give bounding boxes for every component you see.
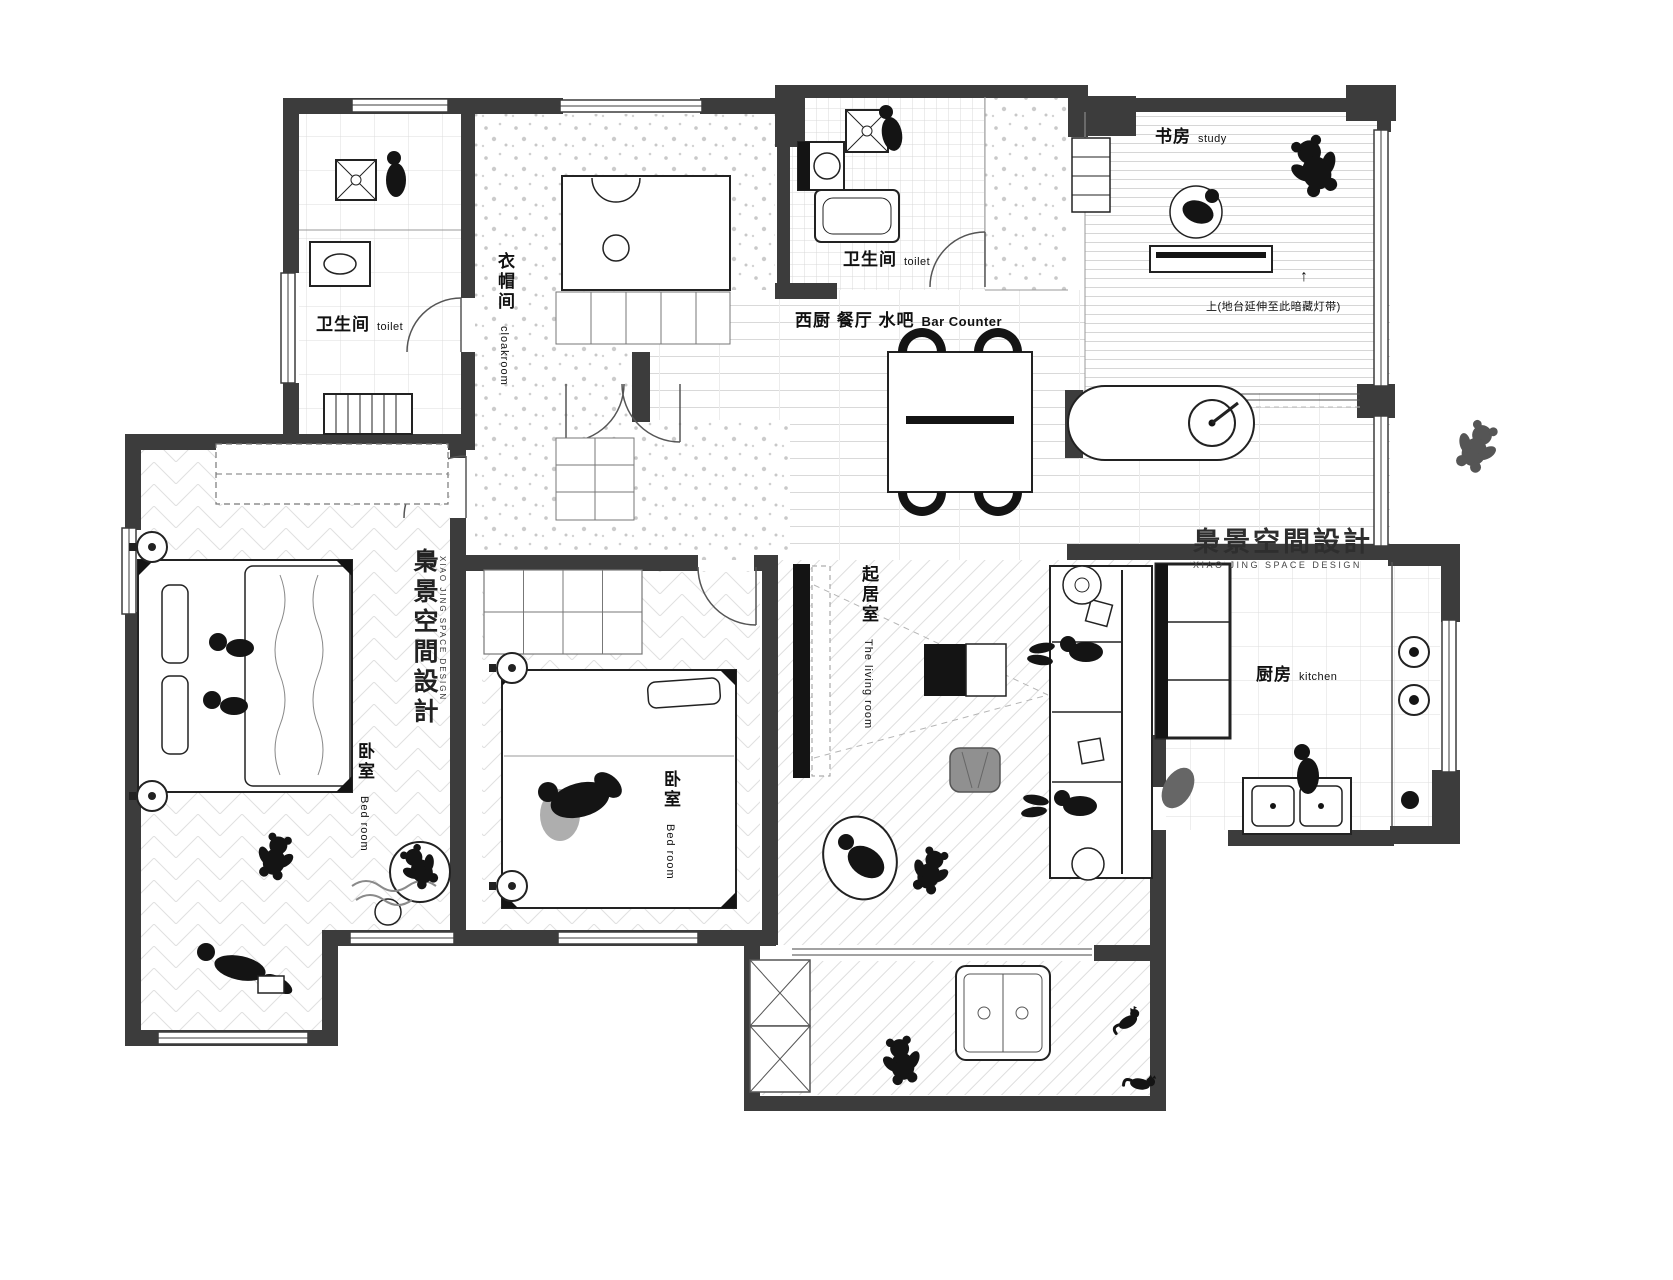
- toilet-mid-fixtures: [797, 109, 900, 243]
- balcony-fixtures: [749, 959, 1051, 1093]
- room-label-cloakroom: 衣帽间 cloakroom: [495, 252, 514, 387]
- figure-outside-plan: [1446, 414, 1508, 479]
- watermark-vertical-en: XIAO JING SPACE DESIGN: [438, 556, 447, 702]
- watermark-horizontal: 梟景空間設計 XIAO JING SPACE DESIGN: [1193, 527, 1373, 570]
- book: [257, 975, 285, 994]
- balcony-sliding-door: [792, 948, 1092, 956]
- tv-wall-panel: [793, 564, 810, 778]
- figure-curled-bed: [538, 772, 622, 819]
- room-label-bedroom-mid: 卧室 Bed room: [661, 770, 680, 881]
- figure-shower-left: [386, 151, 406, 197]
- room-label-toilet-left: 卫生间 toilet: [316, 315, 404, 334]
- room-label-toilet-mid: 卫生间 toilet: [843, 250, 931, 269]
- tall-cabinet: [1154, 562, 1232, 740]
- kitchen-fixtures: [1154, 562, 1430, 835]
- figure-sofa-1: [1027, 636, 1103, 666]
- figure-cook: [1294, 744, 1319, 794]
- bedroom-left-fixtures: [137, 443, 451, 926]
- up-arrow: ↑: [1300, 268, 1308, 285]
- figure-sofa-2: [1021, 790, 1097, 818]
- room-label-kitchen: 厨房 kitchen: [1256, 665, 1338, 684]
- living-room-fixtures: [793, 564, 1153, 901]
- windows: [121, 98, 1457, 1045]
- figure-sleeping-1: [209, 633, 254, 657]
- dining-chairs: [898, 328, 1022, 516]
- room-label-study: 书房 study: [1155, 127, 1227, 146]
- figure-sleeping-2: [203, 691, 248, 715]
- room-label-living: 起居室 The living room: [859, 565, 878, 730]
- figure-shower-mid: [879, 105, 903, 151]
- room-label-bedroom-left: 卧室 Bed room: [355, 742, 374, 853]
- figure-lying-floor: [197, 943, 293, 995]
- cloakroom-fixtures: [555, 175, 731, 521]
- dining-bar-fixtures: [887, 328, 1255, 516]
- toilet-left-fixtures: [309, 159, 413, 435]
- room-label-dining-bar: 西厨 餐厅 水吧 Bar Counter: [795, 311, 1003, 330]
- figure-beanbag: [838, 834, 885, 879]
- figure-study: [1182, 189, 1219, 224]
- watermark-vertical: 梟景空間設計: [410, 548, 437, 728]
- platform-note: 上(地台延伸至此暗藏灯带): [1206, 301, 1341, 313]
- figures: [197, 105, 1508, 1094]
